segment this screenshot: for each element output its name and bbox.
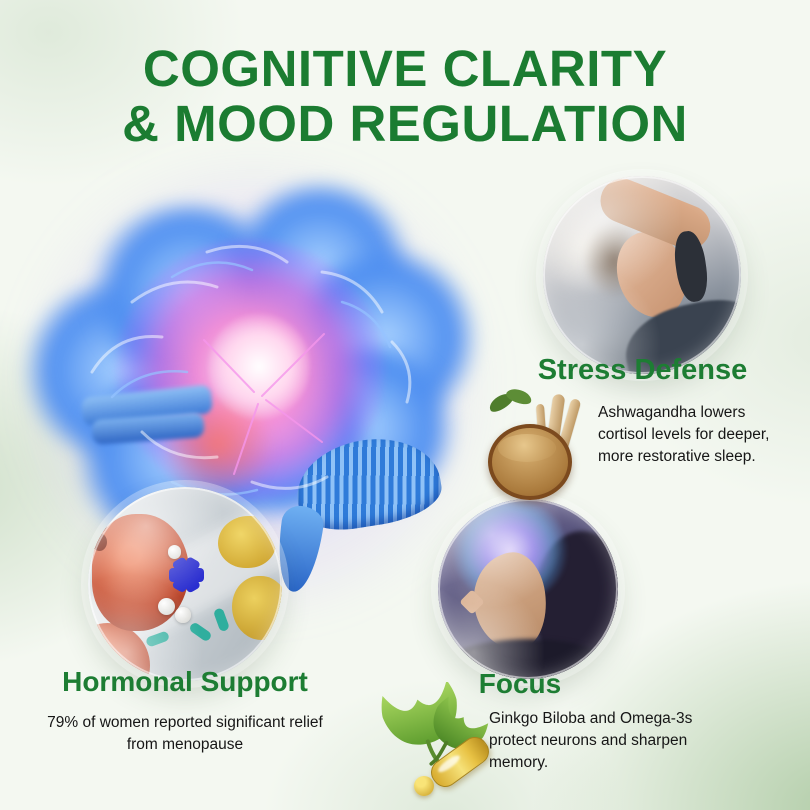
photo-shape [88, 487, 282, 676]
stress-body: Ashwagandha lowers cortisol levels for d… [598, 404, 770, 465]
glowing-brain-overlay [452, 499, 568, 604]
cell-dot [91, 514, 108, 533]
cell-dot [91, 532, 108, 552]
focus-body: Ginkgo Biloba and Omega-3s protect neuro… [489, 710, 693, 771]
brain-core-flash [208, 313, 311, 420]
photo-shape [606, 223, 698, 327]
omega3-softgel-icon [414, 776, 434, 796]
ginkgo-omega3-icon [378, 682, 498, 804]
cell-shape [91, 514, 189, 631]
teal-pill-shape [145, 630, 171, 648]
brain-folds [90, 244, 412, 496]
hormonal-photo [88, 487, 282, 681]
teal-pill-shape [188, 620, 213, 643]
photo-shape [533, 531, 618, 676]
cell-shape [231, 576, 282, 641]
stress-heading: Stress Defense [537, 354, 748, 386]
photo-shape [459, 588, 485, 615]
hormonal-heading: Hormonal Support [62, 666, 308, 697]
focus-photo [438, 499, 618, 679]
molecule-sphere [175, 607, 191, 623]
photo-shape [88, 487, 282, 681]
stress-photo [543, 176, 741, 374]
photo-shape [543, 176, 674, 319]
blue-star-shape [169, 568, 205, 583]
photo-shape [543, 176, 741, 374]
photo-shape [438, 499, 618, 679]
powder-surface [498, 434, 556, 462]
photo-shape [670, 229, 711, 305]
title-line-1: COGNITIVE CLARITY [142, 40, 668, 97]
focus-heading: Focus [478, 668, 562, 699]
hormonal-body: 79% of women reported significant relief… [47, 714, 323, 753]
page-title: COGNITIVE CLARITY & MOOD REGULATION [0, 40, 810, 152]
photo-shape [467, 548, 553, 655]
cell-shape [218, 516, 277, 569]
blue-star-shape [172, 556, 202, 594]
ashwagandha-bowl-icon [486, 386, 596, 500]
photo-shape [574, 211, 654, 307]
molecule-sphere [167, 545, 182, 559]
title-line-2: & MOOD REGULATION [122, 94, 688, 152]
molecule-sphere [157, 597, 176, 616]
blue-star-shape [172, 556, 202, 594]
teal-pill-shape [213, 607, 231, 633]
